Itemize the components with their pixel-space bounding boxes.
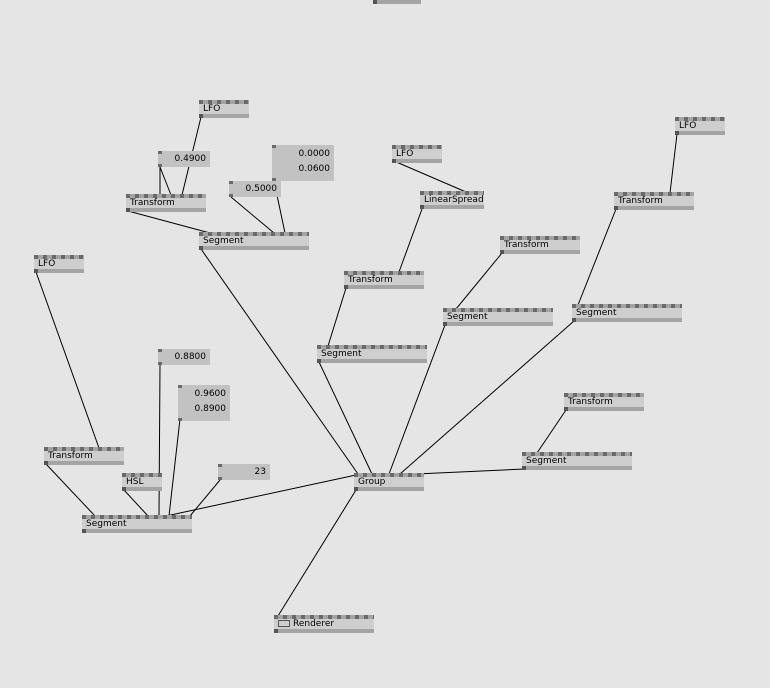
value: 0.9600	[194, 389, 227, 399]
iobox-value[interactable]: 0.8800	[158, 349, 210, 365]
segment-node[interactable]: Segment	[82, 515, 192, 533]
node-label: LFO	[396, 149, 414, 159]
value: 0.5000	[245, 184, 278, 194]
node-label: Renderer	[293, 619, 335, 629]
group-node[interactable]: Group	[354, 473, 424, 491]
node-label: Transform	[618, 196, 663, 206]
renderer-window-icon	[278, 620, 290, 627]
iobox-value[interactable]: 23	[218, 464, 270, 480]
value: 23	[254, 467, 266, 477]
lfo-node[interactable]: LFO	[675, 117, 725, 135]
node-label: Segment	[86, 519, 127, 529]
node-label: LinearSpread	[424, 195, 484, 205]
node-label: LFO	[38, 259, 56, 269]
lfo-node[interactable]: LFO	[392, 145, 442, 163]
transform-node[interactable]: Transform	[500, 236, 580, 254]
segment-node[interactable]: Segment	[572, 304, 682, 322]
node-label: LFO	[679, 121, 697, 131]
value: 0.8800	[174, 352, 207, 362]
segment-node[interactable]: Segment	[199, 232, 309, 250]
value: 0.8900	[194, 404, 227, 414]
segment-node[interactable]: Segment	[443, 308, 553, 326]
lfo-node[interactable]: LFO	[34, 255, 84, 273]
value: 0.0600	[298, 164, 331, 174]
node-label: Group	[358, 477, 386, 487]
transform-node[interactable]: Transform	[126, 194, 206, 212]
segment-node[interactable]: Segment	[317, 345, 427, 363]
node-label: Segment	[203, 236, 244, 246]
iobox-vector[interactable]: 0.9600 0.8900	[178, 385, 230, 421]
segment-node[interactable]: Segment	[522, 452, 632, 470]
node-label: Segment	[321, 349, 362, 359]
lfo-node[interactable]: LFO	[199, 100, 249, 118]
value: 0.4900	[174, 154, 207, 164]
transform-node[interactable]: Transform	[344, 271, 424, 289]
node-label: Transform	[348, 275, 393, 285]
iobox-value[interactable]: 0.4900	[158, 151, 210, 167]
node-label: Segment	[447, 312, 488, 322]
linearspread-node[interactable]: LinearSpread	[420, 191, 484, 209]
node-label: Transform	[568, 397, 613, 407]
hsl-node[interactable]: HSL	[122, 473, 162, 491]
node-label: Segment	[576, 308, 617, 318]
transform-node[interactable]: Transform	[564, 393, 644, 411]
node-label: LFO	[203, 104, 221, 114]
node-label: Transform	[48, 451, 93, 461]
renderer-node[interactable]: Renderer	[274, 615, 374, 633]
node-label: Transform	[130, 198, 175, 208]
transform-node[interactable]: Transform	[44, 447, 124, 465]
partial-node[interactable]	[373, 0, 421, 4]
iobox-value[interactable]: 0.5000	[229, 181, 281, 197]
value: 0.0000	[298, 149, 331, 159]
iobox-vector[interactable]: 0.0000 0.0600	[272, 145, 334, 181]
node-label: Transform	[504, 240, 549, 250]
node-label: HSL	[126, 477, 144, 487]
node-label: Segment	[526, 456, 567, 466]
transform-node[interactable]: Transform	[614, 192, 694, 210]
